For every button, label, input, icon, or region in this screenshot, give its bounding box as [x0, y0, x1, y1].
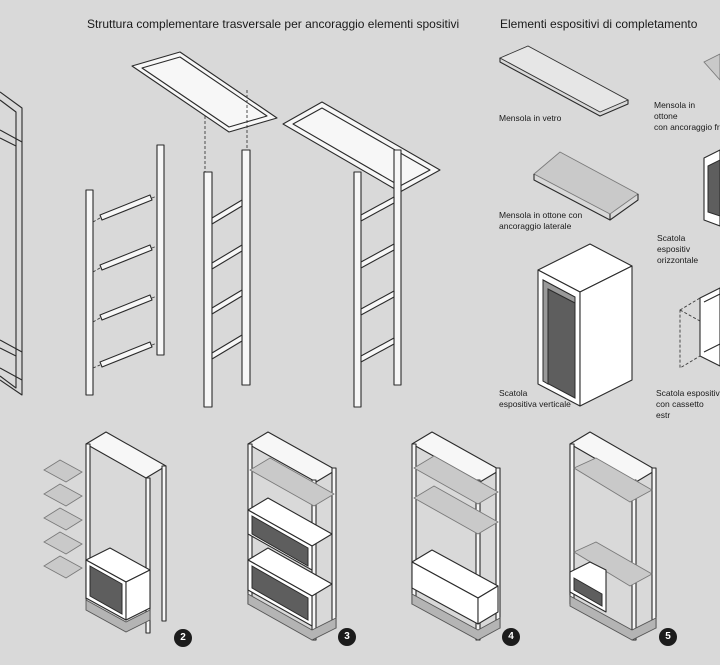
ladder-with-top-frame — [131, 51, 278, 408]
caption-brass-shelf-front: Mensola in ottone con ancoraggio fr — [654, 100, 720, 132]
exploded-ladder — [85, 144, 165, 396]
caption-glass-shelf: Mensola in vetro — [499, 113, 562, 123]
brass-shelf-front-drawing — [703, 53, 720, 81]
box-horizontal-drawing — [703, 149, 720, 227]
variant-3-drawing — [247, 431, 337, 641]
variant-number-badge: 5 — [659, 628, 677, 646]
box-drawer-drawing — [679, 287, 720, 369]
variant-2-drawing — [43, 431, 167, 634]
brass-shelf-side-drawing — [533, 151, 639, 221]
variant-number-badge: 2 — [174, 629, 192, 647]
caption-box-drawer: Scatola espositiv con cassetto estr — [656, 388, 720, 420]
left-partial-frame — [0, 91, 23, 396]
variant-number-badge: 4 — [502, 628, 520, 646]
variant-4-drawing — [411, 431, 501, 641]
caption-brass-shelf-side: Mensola in ottone con ancoraggio lateral… — [499, 210, 583, 231]
ladder-assembled — [282, 101, 441, 408]
variant-5-drawing — [569, 431, 657, 641]
caption-box-vertical: Scatola espositiva verticale — [499, 388, 571, 409]
caption-box-horizontal: Scatola espositiv orizzontale — [657, 233, 699, 265]
elements-title: Elementi espositivi di completamento — [500, 17, 698, 31]
variant-number-badge: 3 — [338, 628, 356, 646]
box-vertical-drawing — [537, 243, 633, 407]
structure-title: Struttura complementare trasversale per … — [87, 17, 460, 31]
glass-shelf-drawing — [498, 45, 630, 117]
